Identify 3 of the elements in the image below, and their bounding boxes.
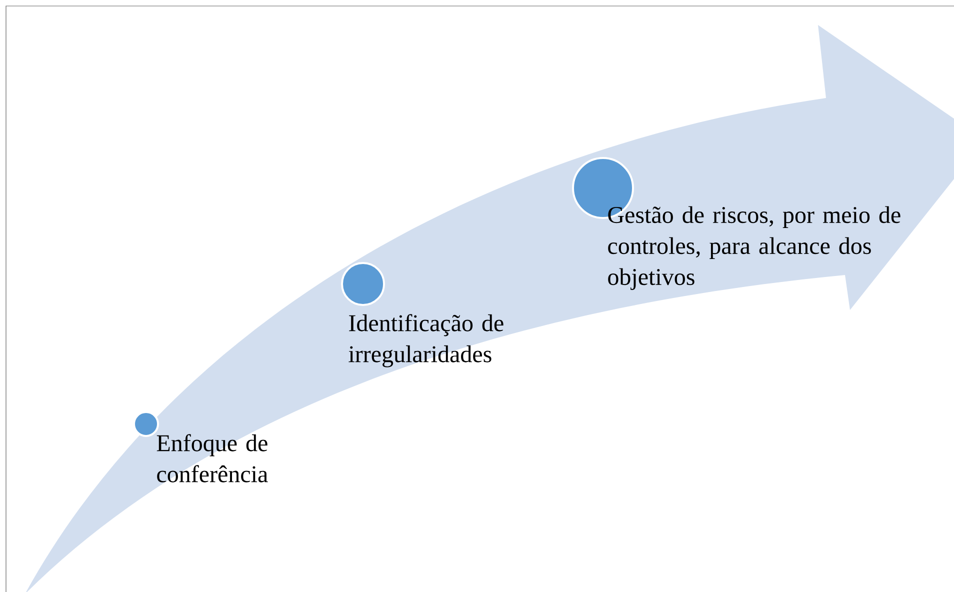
step-label: Enfoque de conferência	[156, 434, 268, 482]
step-label: Gestão de riscos, por meio de controles, para alcance dos objetivos	[608, 206, 900, 290]
step-label: Identificação de irregularidades	[348, 314, 504, 368]
